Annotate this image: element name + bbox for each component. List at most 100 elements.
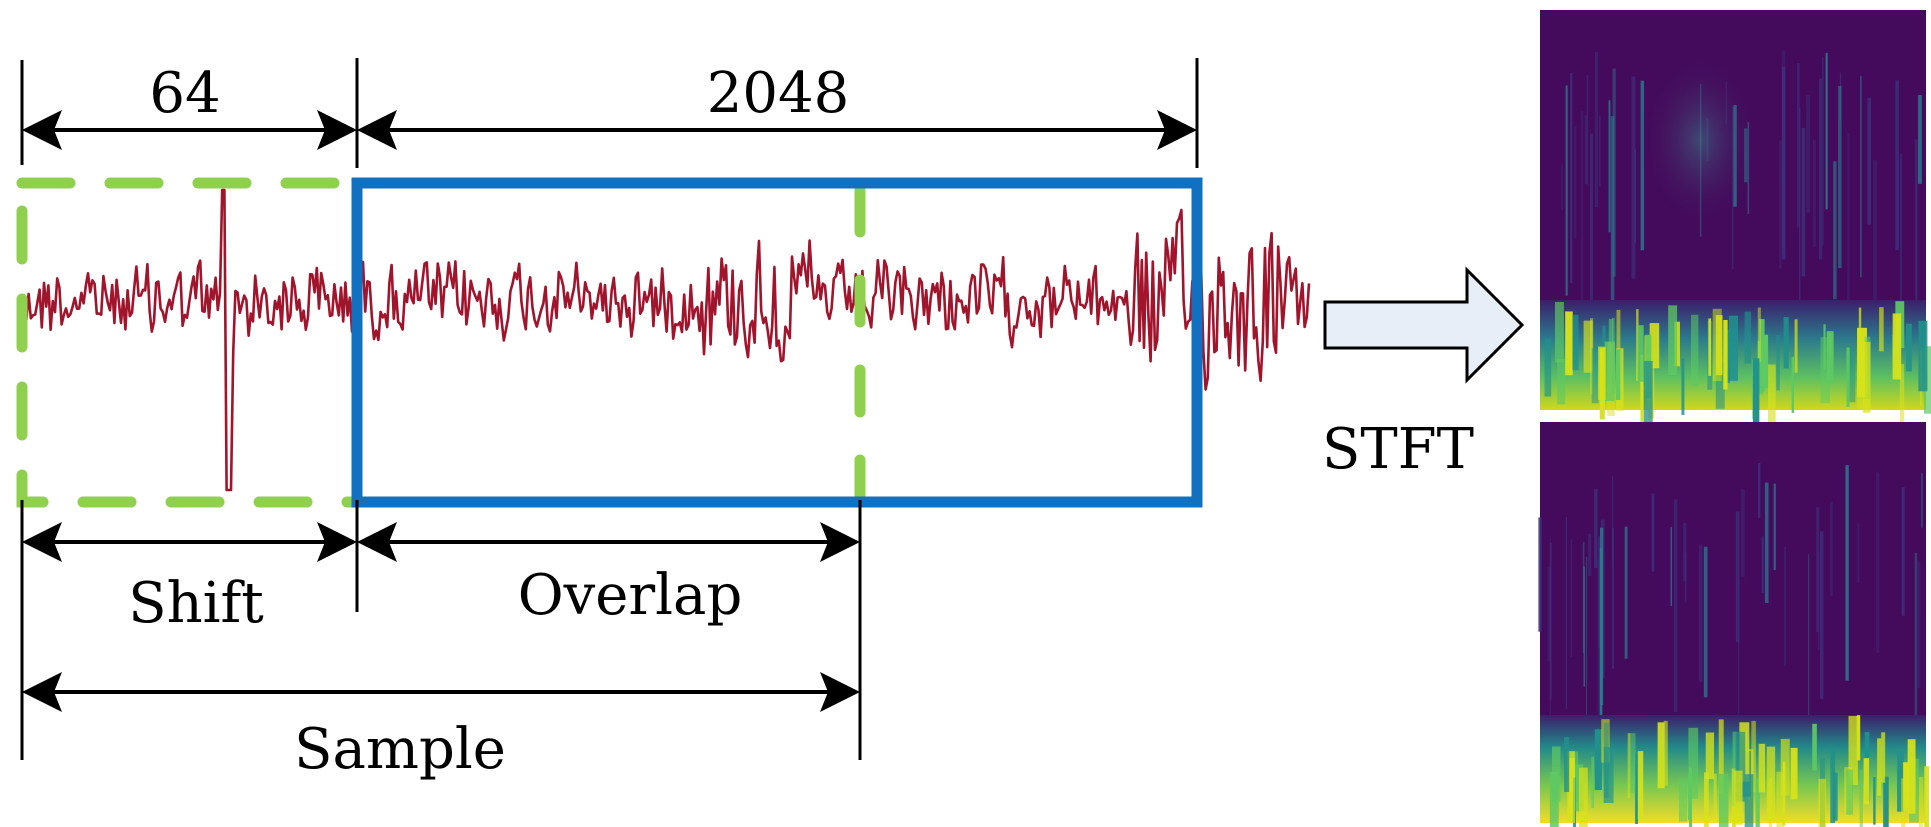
spectrogram-band-cell — [1924, 766, 1930, 827]
spectrogram-band-cell — [1755, 777, 1760, 827]
spectrogram-band-cell — [1689, 767, 1692, 827]
arrowhead-right-icon — [820, 672, 860, 712]
label-overlap: Overlap — [518, 563, 743, 628]
spectrogram-band-cell — [1907, 739, 1916, 814]
spectrogram-band-cell — [1877, 738, 1882, 796]
spectrogram-band-cell — [1616, 309, 1621, 380]
spectrogram-band-cell — [1883, 776, 1889, 827]
spectrogram-band-cell — [1897, 751, 1904, 812]
spectrogram-band-cell — [1735, 731, 1746, 802]
spectrogram-band-cell — [1732, 731, 1737, 807]
spectrogram-band-cell — [1681, 358, 1685, 415]
spectrogram-band-cell — [1713, 773, 1717, 822]
spectrogram-band-cell — [1899, 364, 1905, 436]
spectrogram-band-cell — [1691, 314, 1699, 386]
spectrogram-band-cell — [1554, 301, 1564, 363]
spectrogram-band-cell — [1783, 317, 1789, 369]
spectrogram-band-cell — [1718, 773, 1729, 827]
spectrogram-band-cell — [1564, 737, 1570, 792]
arrowhead-right-icon — [1157, 110, 1197, 150]
spectrogram-band-cell — [1856, 715, 1861, 761]
sample-window — [351, 177, 1203, 508]
spectrogram-band-cell — [1858, 307, 1862, 377]
spectrogram-band-cell — [1637, 751, 1644, 820]
spectrogram-band-cell — [1818, 778, 1826, 827]
spectrogram-band-cell — [1590, 318, 1594, 395]
spectrogram-band-cell — [1863, 758, 1870, 805]
spectrogram-band-cell — [1820, 337, 1830, 404]
spectrogram-band-cell — [1594, 729, 1602, 791]
spectrogram-band-cell — [1776, 334, 1780, 391]
spectrogram-band-cell — [1703, 772, 1709, 827]
spectrogram-band-cell — [1551, 746, 1561, 802]
spectrogram-band-cell — [1744, 774, 1754, 827]
spectrogram-band-cell — [1715, 315, 1723, 376]
spectrogram-band-cell — [1583, 320, 1593, 373]
arrowhead-left-icon — [22, 110, 62, 150]
spectrogram-band-cell — [1762, 334, 1769, 388]
spectrogram-band-cell — [1557, 359, 1566, 405]
spectrogram-band-cell — [1627, 733, 1631, 799]
spectrogram-band-cell — [1733, 770, 1743, 825]
spectrogram-band-cell — [1862, 342, 1871, 413]
spectrogram-band-cell — [1565, 311, 1573, 376]
arrowhead-left-icon — [22, 522, 62, 562]
spectrogram-band-cell — [1873, 777, 1876, 825]
spectrogram-band-cell — [1544, 338, 1552, 397]
spectrogram-band-cell — [1635, 753, 1638, 824]
spectrogram-band-cell — [1723, 319, 1728, 390]
spectrogram-band-cell — [1688, 727, 1699, 799]
spectrogram-band-cell — [1752, 358, 1760, 431]
spectrogram-band-cell — [1759, 319, 1765, 392]
spectrogram-band-cell — [1649, 323, 1660, 369]
spectrogram-band-cell — [1678, 778, 1688, 822]
spectrogram-band-cell — [1823, 324, 1826, 370]
spectrogram-band-cell — [1705, 732, 1715, 780]
spectrogram-band-cell — [1776, 771, 1785, 827]
spectrogram-band-cell — [1591, 756, 1595, 809]
spectrogram-bottom — [1538, 422, 1930, 827]
spectrogram-band-cell — [1903, 762, 1910, 811]
spectrogram-band-cell — [1715, 362, 1725, 409]
spectrogram-band-cell — [1615, 349, 1621, 400]
arrowhead-right-icon — [317, 522, 357, 562]
arrowhead-left-icon — [357, 522, 397, 562]
spectrogram-band-cell — [1812, 723, 1817, 771]
spectrogram-band-cell — [1727, 329, 1731, 383]
spectrogram-band-cell — [1892, 313, 1902, 380]
spectrogram-band-cell — [1846, 347, 1856, 403]
vibration-signal — [20, 188, 1311, 492]
spectrogram-band-cell — [1832, 772, 1838, 821]
spectrogram-band-cell — [1611, 318, 1615, 394]
shift-window — [16, 177, 363, 508]
spectrogram-band-cell — [1604, 341, 1615, 401]
spectrogram-band-cell — [1663, 720, 1668, 786]
spectrogram-band-cell — [1637, 325, 1644, 382]
label-64: 64 — [149, 61, 220, 126]
spectrogram-band-cell — [1791, 356, 1794, 413]
spectrogram-band-cell — [1640, 354, 1644, 431]
spectrogram-band-cell — [1905, 323, 1912, 372]
spectrogram-band-cell — [1848, 715, 1858, 785]
spectrogram-band-cell — [1708, 318, 1712, 376]
spectrogram-band-cell — [1794, 319, 1798, 373]
spectrogram-band-cell — [1846, 347, 1850, 407]
spectrogram-band-cell — [1879, 307, 1884, 352]
spectrogram-band-cell — [1919, 776, 1924, 827]
spectrogram-band-cell — [1790, 747, 1798, 800]
spectrogram-top — [1540, 10, 1931, 436]
spectrogram-band-cell — [1578, 767, 1588, 827]
spectrogram-band-cell — [1718, 719, 1724, 794]
spectrogram-band-cell — [1598, 346, 1606, 400]
spectrogram-band-cell — [1923, 346, 1931, 414]
spectrogram-band-cell — [1751, 720, 1756, 793]
spectrogram-band-cell — [1767, 364, 1776, 434]
spectrogram-band-cell — [1782, 761, 1786, 826]
spectrogram-band-cell — [1674, 321, 1680, 367]
spectrogram-band-cell — [1636, 309, 1639, 381]
arrowhead-right-icon — [317, 110, 357, 150]
arrowhead-left-icon — [357, 110, 397, 150]
spectrogram-band-cell — [1846, 769, 1853, 815]
spectrogram-band-cell — [1744, 311, 1752, 364]
